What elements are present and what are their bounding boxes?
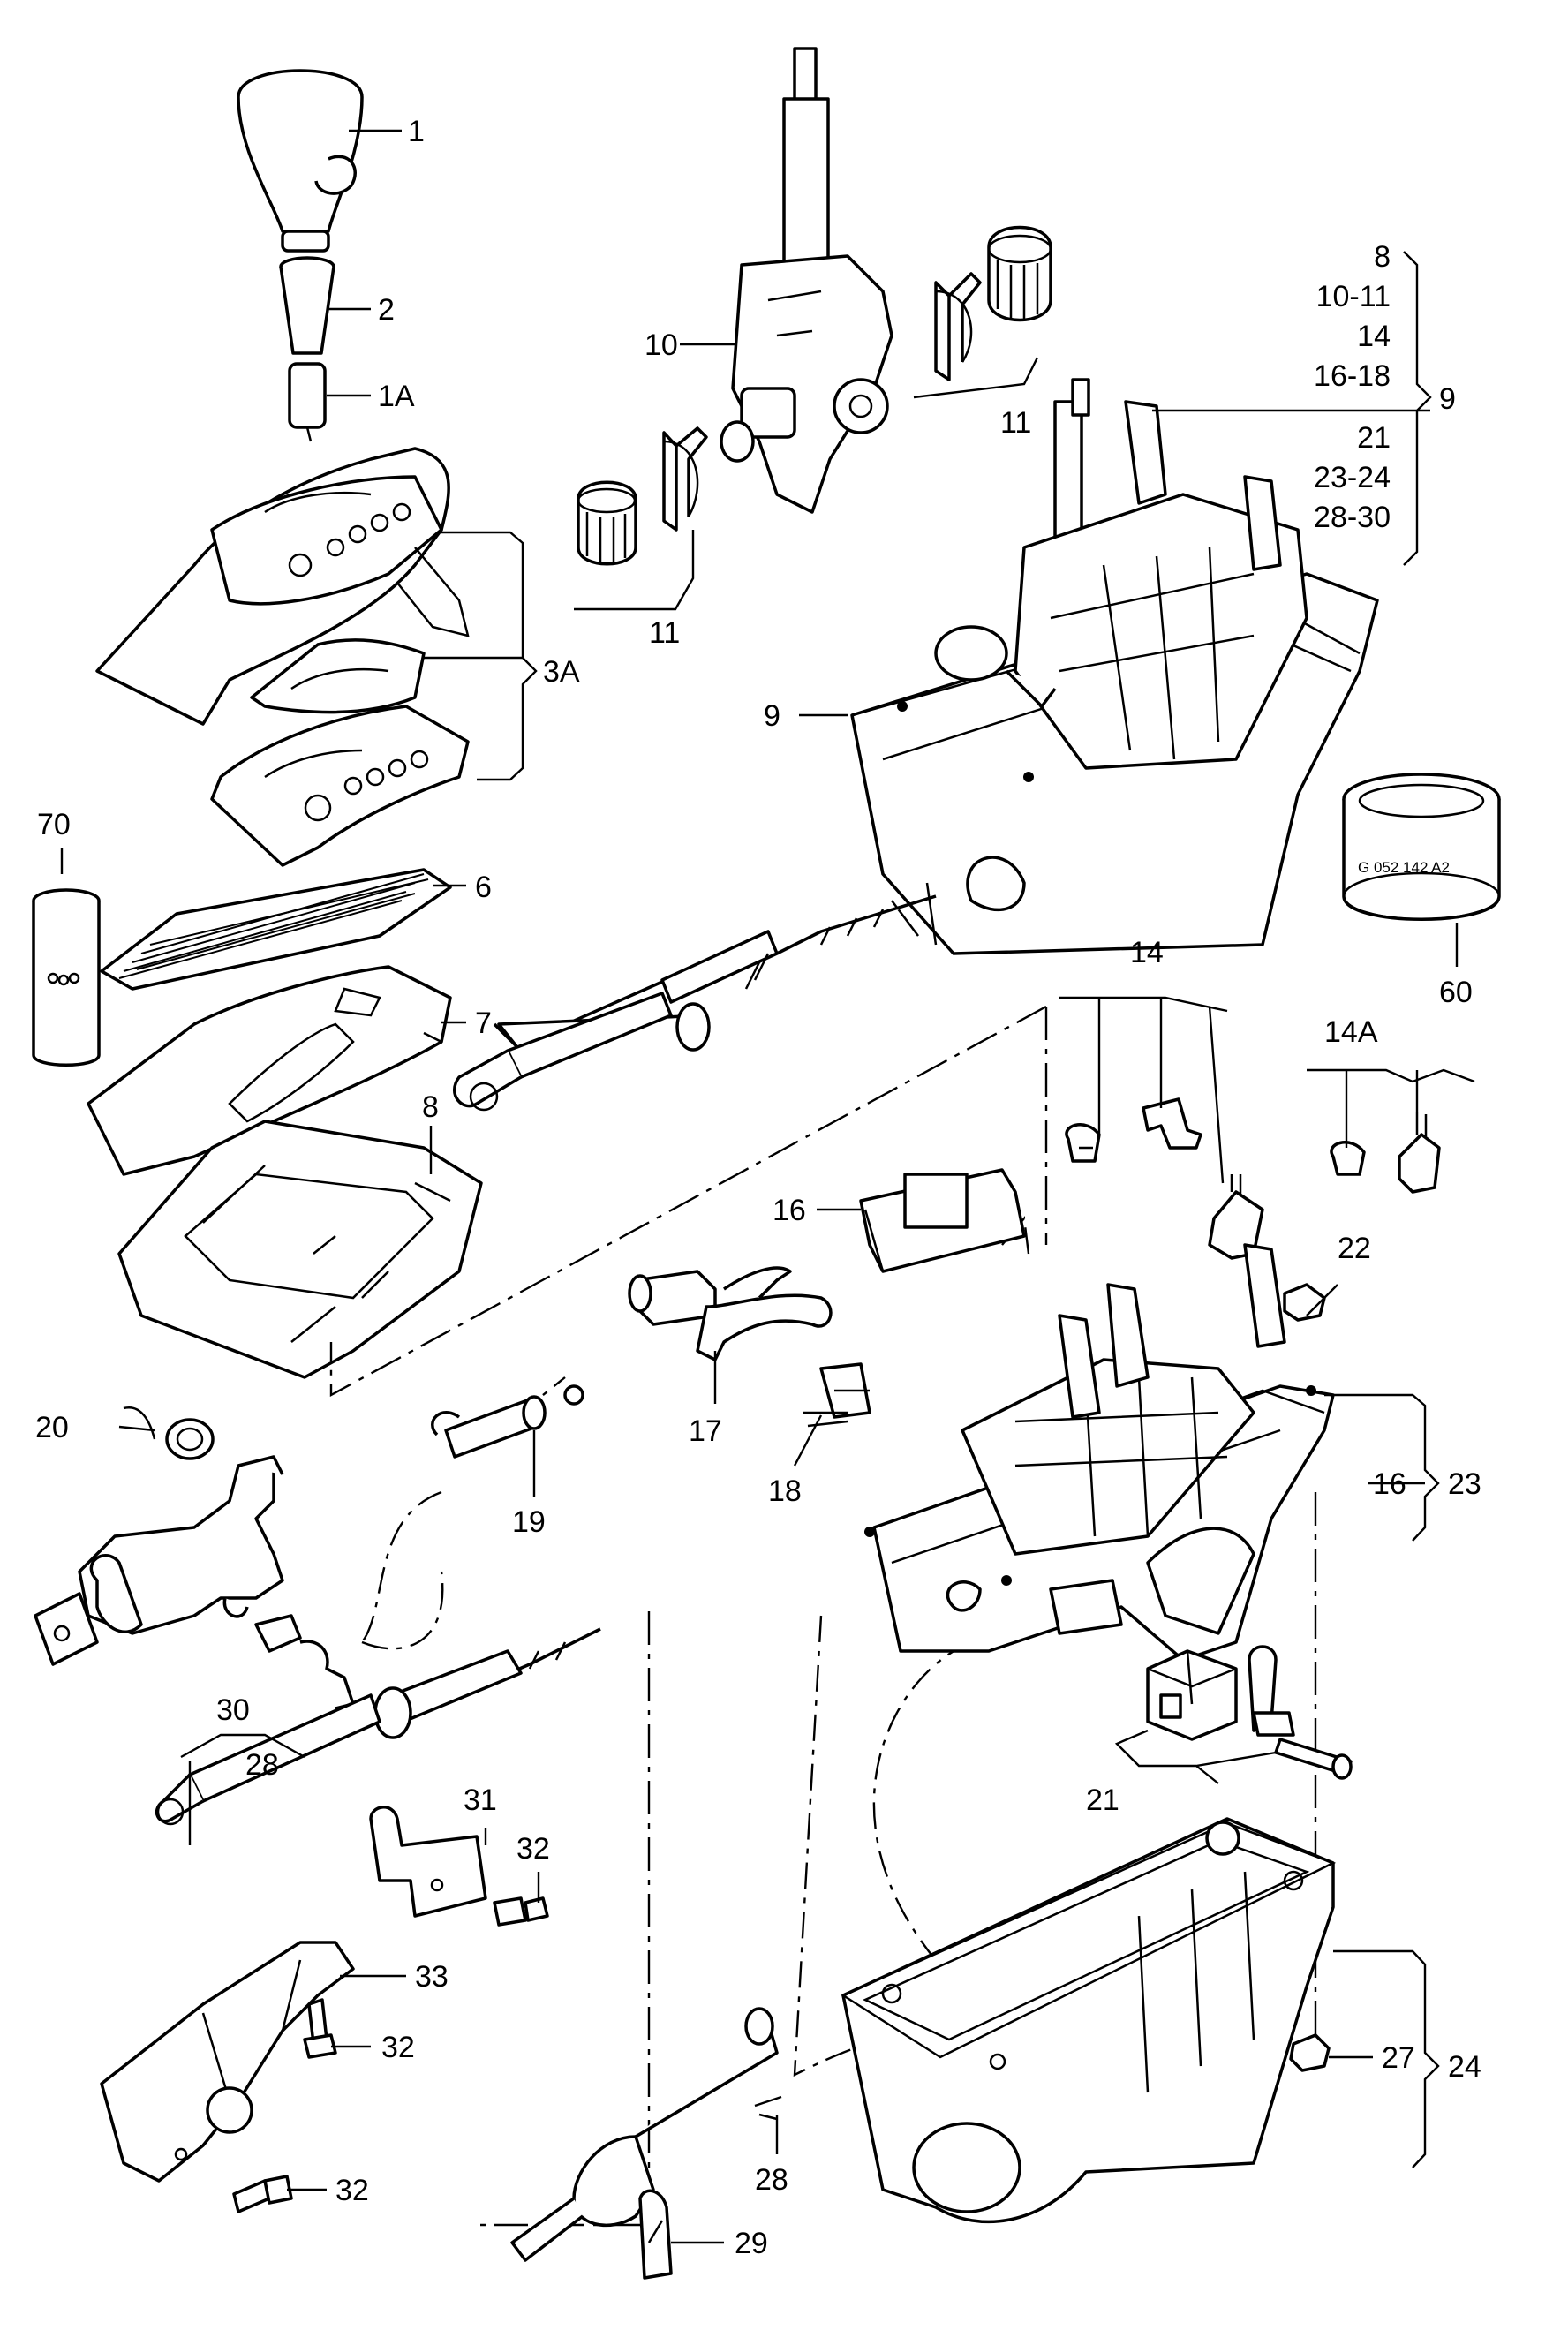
group9-item: 10-11 [1316,280,1391,313]
clip-29 [638,2189,673,2280]
label-33: 33 [415,1960,449,1994]
cable-end-28-29 [510,2007,779,2262]
lever-17 [628,1266,833,1361]
clip-28 [754,2095,782,2121]
label-1: 1 [408,115,425,148]
label-30: 30 [216,1693,250,1727]
label-16-sub: 16 [1373,1467,1406,1501]
group9-item: 8 [1374,240,1391,274]
leader-dash-1 [329,1005,1047,1398]
part-labels: 1 2 1A 3A 6 7 8 70 10 11 11 9 9 60 14 14… [35,115,1481,2260]
nut-22 [1283,1283,1326,1322]
label-32-a: 32 [516,1832,550,1866]
gear-11-right [987,225,1052,322]
bolt-32-c [232,2175,293,2213]
label-27: 27 [1382,2041,1415,2075]
label-32-b: 32 [381,2031,415,2064]
label-70: 70 [37,808,71,841]
label-60: 60 [1439,976,1473,1009]
gear-11-left [577,480,637,566]
group9-item: 14 [1357,320,1391,353]
label-32-c: 32 [335,2174,369,2207]
sealant-ring-60 [1342,773,1501,921]
shift-cable [453,894,937,1112]
bolt-32-b [303,1998,337,2059]
gear-knob [237,69,364,253]
bracket-33 [100,1941,355,2183]
label-28-lower: 28 [755,2163,788,2197]
label-6: 6 [475,871,492,904]
label-21: 21 [1086,1783,1119,1817]
label-1A: 1A [378,380,415,413]
label-16: 16 [773,1194,806,1227]
lock-housing [34,1455,284,1666]
bracket-21 [1248,1645,1295,1737]
label-9: 9 [764,699,780,733]
label-10: 10 [645,328,678,362]
group9-item: 28-30 [1314,501,1391,534]
group9-item: 21 [1357,421,1391,455]
nut-27 [1289,2033,1331,2072]
label-17: 17 [689,1414,722,1448]
bracket-14-b [1142,1097,1202,1150]
leader-dash-10 [361,1571,444,1650]
label-8: 8 [422,1090,439,1124]
lock-cable-end [254,1614,355,1710]
group9-item: 23-24 [1314,461,1391,494]
selector-housing-23 [864,1243,1335,1662]
leader-dash-5 [793,1615,964,2102]
label-19: 19 [512,1505,546,1539]
label-9-bracket: 9 [1439,382,1456,416]
group-9-list: 8 10-11 14 16-18 21 23-24 28-30 [1314,240,1391,534]
cable-19 [431,1384,584,1459]
label-24: 24 [1448,2050,1481,2084]
label-7: 7 [475,1007,492,1040]
label-14A: 14A [1324,1015,1378,1049]
label-23: 23 [1448,1467,1481,1501]
frame-8 [117,1120,483,1379]
part-18 [803,1362,871,1428]
lock-cable-20 [123,1406,215,1460]
bolt-21 [1274,1738,1353,1780]
label-11-left: 11 [649,616,680,650]
bolt-32-a [493,1896,549,1927]
sealant-tube-70 [32,888,101,1067]
leader-dash-6 [872,1640,1175,2032]
selector-cable-lower [155,1627,601,1826]
label-20: 20 [35,1411,69,1444]
switch-14A [1398,1112,1441,1194]
bracket-31 [369,1806,487,1918]
group9-item: 16-18 [1314,359,1391,393]
label-11-right: 11 [1000,406,1031,440]
label-22: 22 [1338,1232,1371,1265]
label-14: 14 [1130,936,1164,969]
switch-21 [1146,1649,1238,1741]
bracket-16 [859,1168,1026,1273]
clip-14-a [1065,1123,1101,1163]
gaiter-sleeve [279,256,335,355]
leader-lines [60,129,1475,2244]
label-29: 29 [735,2227,768,2260]
label-3A: 3A [543,655,580,689]
label-2: 2 [378,293,395,327]
knob-insert [288,362,327,442]
mat-6 [100,868,452,991]
shift-cover [95,447,470,726]
label-18: 18 [768,1474,802,1508]
sealant-code: G 052 142 A2 [1358,859,1450,876]
clip-11-right [934,272,982,381]
label-31: 31 [464,1783,497,1817]
selector-plate [250,638,426,714]
selector-housing-9 [850,378,1379,955]
clip-14A [1330,1141,1366,1176]
indicator-panel [210,705,470,867]
shift-lever-mechanism [720,47,893,514]
leader-dash-9 [361,1490,442,1643]
clip-11-left [662,426,708,532]
lower-housing-24 [841,1817,1337,2224]
label-28-upper: 28 [245,1748,279,1782]
